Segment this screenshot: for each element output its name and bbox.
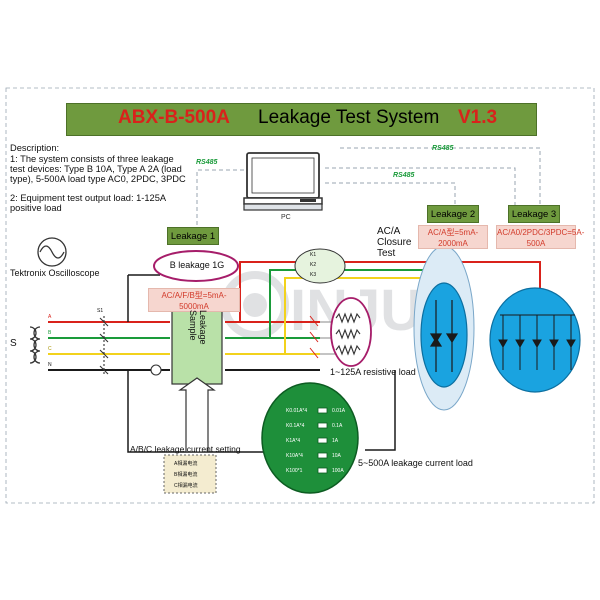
leakage1-spec: AC/A/F/B型=5mA-5000mA bbox=[148, 288, 240, 312]
leakage2-diodes bbox=[429, 300, 459, 372]
setting-arrow bbox=[178, 377, 216, 453]
current-load-row-right: 1A bbox=[332, 438, 339, 444]
current-load-resistors bbox=[317, 407, 328, 474]
phase-label-c: C bbox=[48, 346, 52, 352]
title-model: ABX-B-500A bbox=[118, 107, 230, 128]
leakage3-spec: AC/A0/2PDC/3PDC=5A-500A bbox=[496, 225, 584, 249]
diagram-border bbox=[5, 87, 595, 504]
current-load-row-left: K100*1 bbox=[286, 468, 303, 474]
leakage3-diodes bbox=[498, 314, 576, 370]
rs485-label-left: RS485 bbox=[196, 159, 218, 166]
resistive-load-label: 1~125A resistive load bbox=[330, 367, 416, 377]
bus-lines bbox=[48, 261, 541, 453]
leakage2-label: Leakage 2 bbox=[427, 205, 479, 223]
source-coils-icon bbox=[29, 326, 41, 364]
oscilloscope-icon bbox=[37, 237, 67, 267]
rs485-label-right: RS485 bbox=[432, 145, 454, 152]
leakage3-label: Leakage 3 bbox=[508, 205, 560, 223]
current-load-board bbox=[261, 382, 359, 494]
current-setting-label: A/B/C leakage current setting bbox=[130, 444, 241, 454]
phase-label-n: N bbox=[48, 362, 52, 368]
closure-test-line3: Test bbox=[377, 248, 396, 259]
leakage1-oval-text: B leakage 1G bbox=[169, 260, 225, 270]
leakage2-spec: AC/A型=5mA-2000mA bbox=[418, 225, 488, 249]
leakage2-panel bbox=[420, 282, 468, 388]
resistor-icons bbox=[335, 312, 361, 356]
phase-label-b: B bbox=[48, 330, 52, 336]
current-load-row-left: K0.1A*4 bbox=[286, 423, 305, 429]
current-load-row-left: K0.01A*4 bbox=[286, 408, 308, 414]
description-line4: 2: Equipment test output load: 1-125A bbox=[10, 193, 167, 203]
description-line1: 1: The system consists of three leakage bbox=[10, 154, 174, 164]
rs485-label-mid: RS485 bbox=[393, 172, 415, 179]
current-load-label: 5~500A leakage current load bbox=[358, 458, 473, 468]
current-setting-option: C相漏电流 bbox=[174, 483, 198, 489]
switch-s1 bbox=[99, 316, 109, 376]
leakage1-oval bbox=[153, 250, 239, 282]
current-load-row-right: 0.01A bbox=[332, 408, 346, 414]
description-line2: test devices: Type B 10A, Type A 2A (loa… bbox=[10, 164, 182, 174]
resistive-load-oval bbox=[330, 297, 372, 367]
current-load-row-left: K1A*4 bbox=[286, 438, 301, 444]
closure-test-line1: AC/A bbox=[377, 226, 401, 237]
pc-label: PC bbox=[281, 214, 291, 221]
source-label: S bbox=[10, 338, 17, 349]
title-name: Leakage Test System bbox=[258, 107, 440, 128]
description-line3: type), 5-500A load type AC0, 2PDC, 3PDC bbox=[10, 174, 186, 184]
current-setting-option: B相漏电流 bbox=[174, 472, 198, 478]
top-switch-k3: K3 bbox=[310, 272, 317, 278]
top-switch-k2: K2 bbox=[310, 262, 317, 268]
top-switch-group bbox=[294, 248, 346, 284]
title-version: V1.3 bbox=[458, 107, 498, 128]
pc-monitor-icon bbox=[243, 152, 323, 211]
description-line5: positive load bbox=[10, 203, 62, 213]
current-load-row-right: 100A bbox=[332, 468, 344, 474]
resistive-switches bbox=[309, 315, 319, 359]
phase-label-a: A bbox=[48, 314, 52, 320]
rs485-links bbox=[196, 147, 541, 232]
leakage1-label: Leakage 1 bbox=[167, 227, 219, 245]
closure-test-line2: Closure bbox=[377, 237, 412, 248]
current-load-row-right: 0.1A bbox=[332, 423, 343, 429]
switch-s1-label: S1 bbox=[97, 308, 104, 314]
current-transformer-icon bbox=[150, 364, 162, 376]
top-switch-k1: K1 bbox=[310, 252, 317, 258]
current-setting-box bbox=[163, 454, 217, 494]
current-load-row-right: 10A bbox=[332, 453, 341, 459]
title-bar bbox=[66, 103, 537, 136]
oscilloscope-label: Tektronix Oscilloscope bbox=[10, 268, 100, 278]
current-load-row-left: K10A*4 bbox=[286, 453, 303, 459]
leakage-sample-label: Leakage Sample bbox=[188, 310, 208, 345]
leakage-sample-box bbox=[171, 309, 223, 385]
current-setting-option: A相漏电流 bbox=[174, 461, 198, 467]
description-heading: Description: bbox=[10, 143, 60, 153]
